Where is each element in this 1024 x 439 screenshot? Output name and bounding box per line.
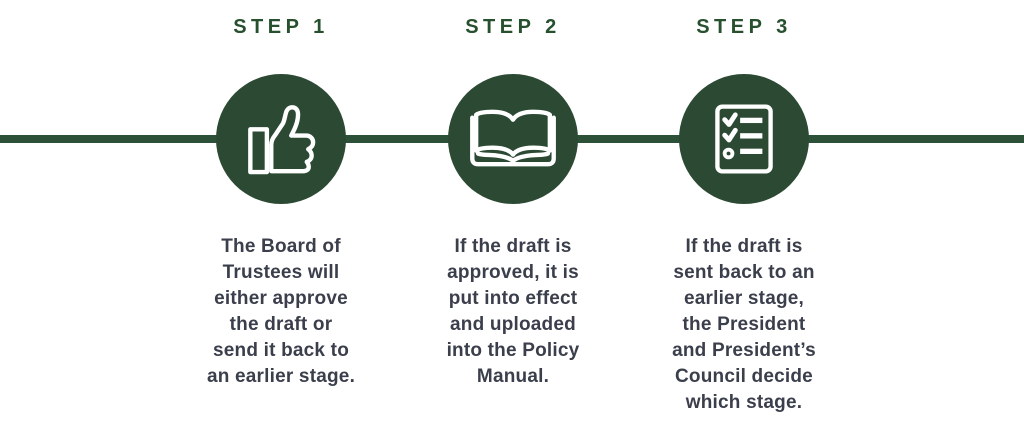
checklist-icon — [715, 104, 773, 174]
step-2-column: STEP 2 If the draft is approved, it is p… — [403, 0, 623, 390]
step-3-description: If the draft is sent back to an earlier … — [672, 236, 816, 413]
step-1-label: STEP 1 — [233, 16, 329, 38]
step-3-column: STEP 3 If the draft is sent back to an e… — [634, 0, 854, 416]
step-1-description: The Board of Trustees will either approv… — [206, 236, 356, 387]
step-2-label: STEP 2 — [465, 16, 561, 38]
thumbs-up-icon — [248, 105, 316, 175]
step-2-description: If the draft is approved, it is put into… — [446, 236, 580, 387]
open-book-icon — [470, 109, 556, 167]
step-1-circle — [216, 74, 346, 204]
step-2-circle — [448, 74, 578, 204]
step-3-circle — [679, 74, 809, 204]
step-1-column: STEP 1 The Board of Trustees will either… — [171, 0, 391, 390]
step-3-label: STEP 3 — [696, 16, 792, 38]
